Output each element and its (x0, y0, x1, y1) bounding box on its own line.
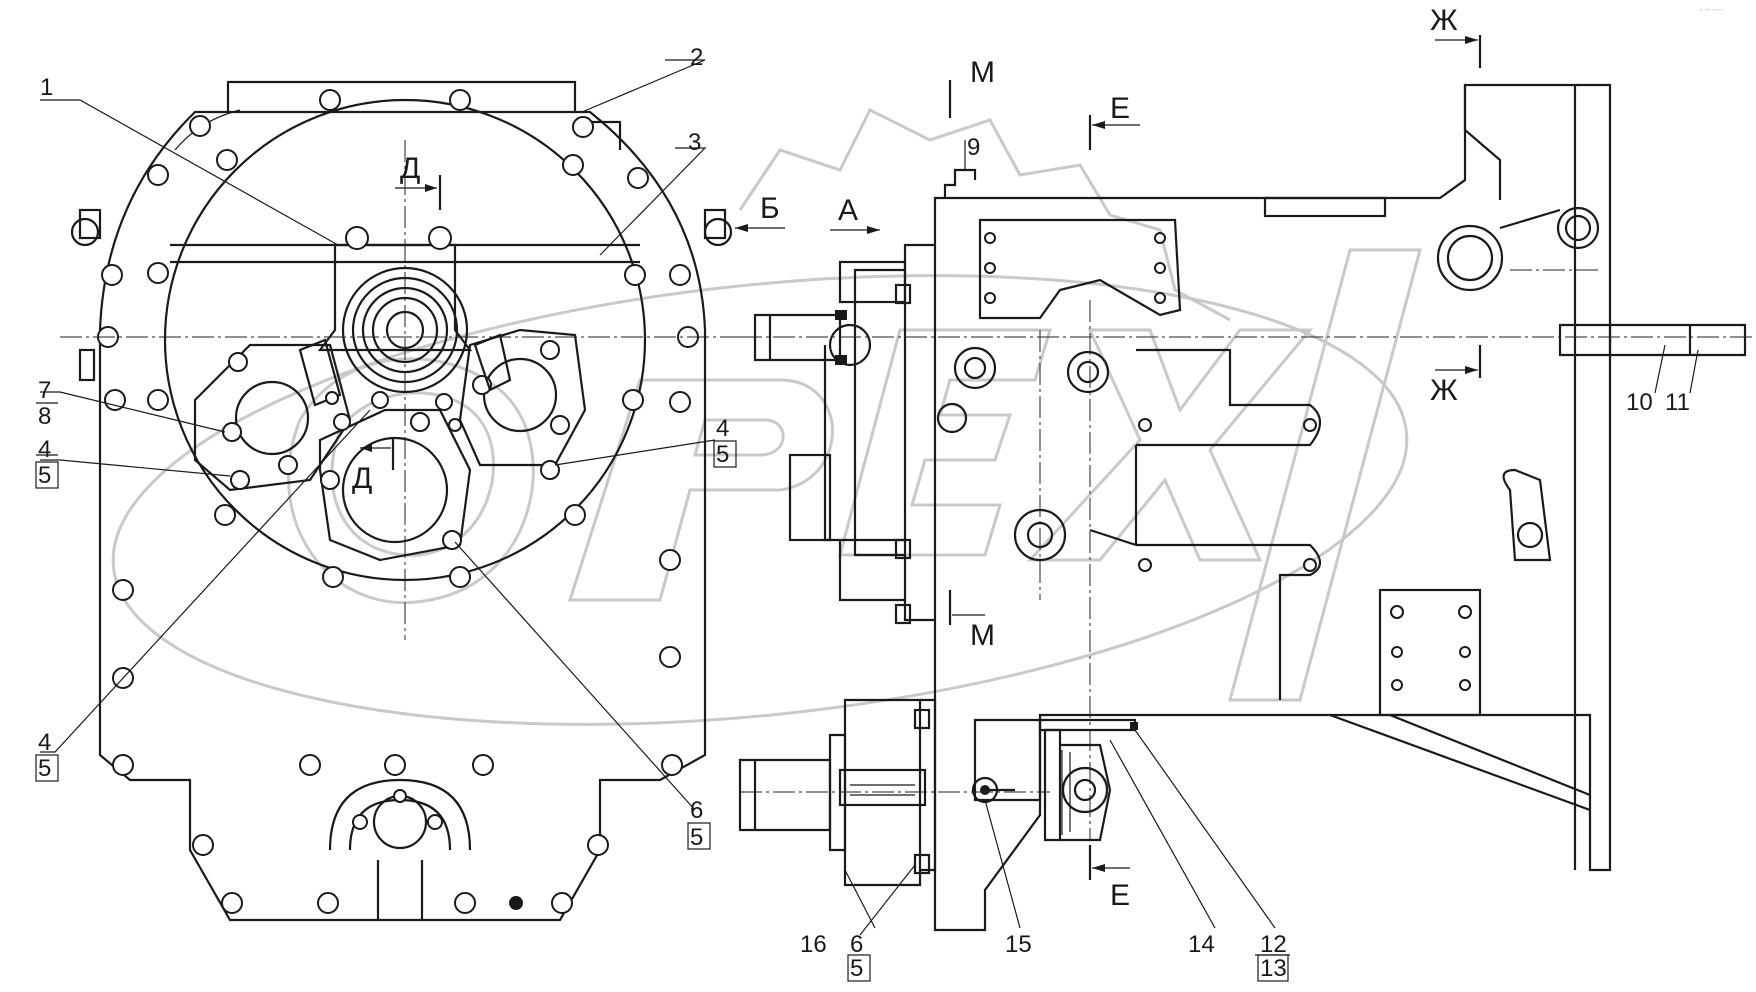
callout-13: 13 (1260, 955, 1287, 982)
side-view-axes (740, 269, 1756, 840)
callout-1: 1 (40, 74, 53, 101)
callout-5: 5 (690, 824, 703, 851)
callout-16: 16 (800, 931, 827, 958)
side-view-housing (738, 83, 1747, 932)
front-view-axes (60, 140, 750, 640)
callout-4: 4 (38, 436, 51, 463)
section-label: Д (352, 462, 372, 495)
callout-labels: 1 2 3 7 8 4 5 4 5 4 5 6 5 9 10 11 12 13 … (38, 44, 1690, 982)
section-letters: Д Д Б А М М Е Е Ж Ж (352, 4, 1458, 912)
callout-8: 8 (38, 403, 51, 430)
callout-12: 12 (1260, 931, 1287, 958)
section-label: М (970, 56, 995, 89)
section-label: Е (1110, 879, 1130, 912)
callout-4: 4 (716, 415, 729, 442)
callout-15: 15 (1005, 931, 1032, 958)
corner-mark: - -- ---- (1700, 5, 1723, 14)
callout-4: 4 (38, 729, 51, 756)
callout-9: 9 (967, 134, 980, 161)
section-label: Ж (1430, 4, 1458, 37)
front-view-housing (70, 80, 733, 922)
callout-10: 10 (1626, 389, 1653, 416)
callout-14: 14 (1188, 931, 1215, 958)
leader-lines (40, 59, 1699, 936)
section-label: Д (400, 152, 420, 185)
callout-5: 5 (38, 462, 51, 489)
callout-6: 6 (850, 931, 863, 958)
section-label: Е (1110, 92, 1130, 125)
callout-5: 5 (716, 441, 729, 468)
section-label: Б (760, 192, 780, 225)
callout-5: 5 (38, 755, 51, 782)
section-markers (360, 35, 1482, 880)
callout-6: 6 (690, 797, 703, 824)
callout-7: 7 (38, 377, 51, 404)
callout-2: 2 (690, 44, 703, 71)
callout-3: 3 (688, 129, 701, 156)
label-frames (35, 402, 1290, 982)
section-label: Ж (1430, 374, 1458, 407)
callout-11: 11 (1665, 389, 1690, 416)
callout-5: 5 (850, 955, 863, 982)
section-label: М (970, 619, 995, 652)
section-label: А (838, 194, 858, 227)
